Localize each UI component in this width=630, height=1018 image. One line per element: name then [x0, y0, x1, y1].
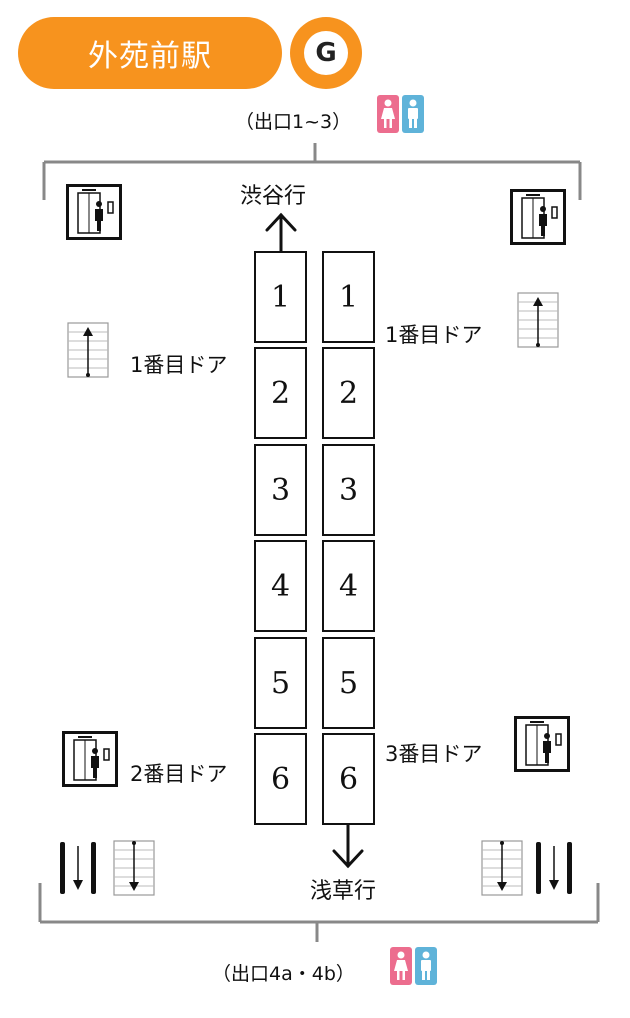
car-right-1: 1	[322, 251, 375, 343]
restroom-icon	[377, 95, 424, 133]
stairs-icon	[516, 292, 560, 348]
exit-bottom-label: （出口4a・4b）	[212, 963, 355, 985]
female-restroom-icon	[390, 947, 412, 985]
car-right-2: 2	[322, 347, 375, 439]
door-label-bottom-right: 3番目ドア	[385, 742, 483, 766]
female-restroom-icon	[377, 95, 399, 133]
car-right-5: 5	[322, 637, 375, 729]
car-right-4: 4	[322, 540, 375, 632]
stairs-icon	[112, 840, 156, 896]
elevator-icon	[510, 189, 566, 245]
car-left-6: 6	[254, 733, 307, 825]
door-label-top-right: 1番目ドア	[385, 323, 483, 347]
bottom-exit-bracket	[38, 883, 600, 942]
escalator-icon	[56, 840, 100, 896]
direction-shibuya: 渋谷行	[240, 184, 307, 209]
top-exit-bracket	[42, 143, 582, 200]
elevator-icon	[514, 716, 570, 772]
car-right-6: 6	[322, 733, 375, 825]
stairs-icon	[480, 840, 524, 896]
stairs-icon	[66, 322, 110, 378]
direction-asakusa: 浅草行	[310, 879, 377, 904]
car-left-2: 2	[254, 347, 307, 439]
door-label-top-left: 1番目ドア	[130, 353, 228, 377]
line-badge: G	[290, 17, 362, 89]
elevator-icon	[62, 731, 118, 787]
line-letter: G	[315, 38, 337, 68]
station-name-pill: 外苑前駅	[18, 17, 282, 89]
exit-top-label: （出口1~3）	[235, 111, 352, 133]
restroom-icon	[390, 947, 437, 985]
car-left-4: 4	[254, 540, 307, 632]
male-restroom-icon	[402, 95, 424, 133]
station-name: 外苑前駅	[88, 39, 212, 74]
car-left-3: 3	[254, 444, 307, 536]
elevator-icon	[66, 184, 122, 240]
car-left-1: 1	[254, 251, 307, 343]
car-right-3: 3	[322, 444, 375, 536]
escalator-icon	[532, 840, 576, 896]
car-left-5: 5	[254, 637, 307, 729]
male-restroom-icon	[415, 947, 437, 985]
door-label-bottom-left: 2番目ドア	[130, 762, 228, 786]
